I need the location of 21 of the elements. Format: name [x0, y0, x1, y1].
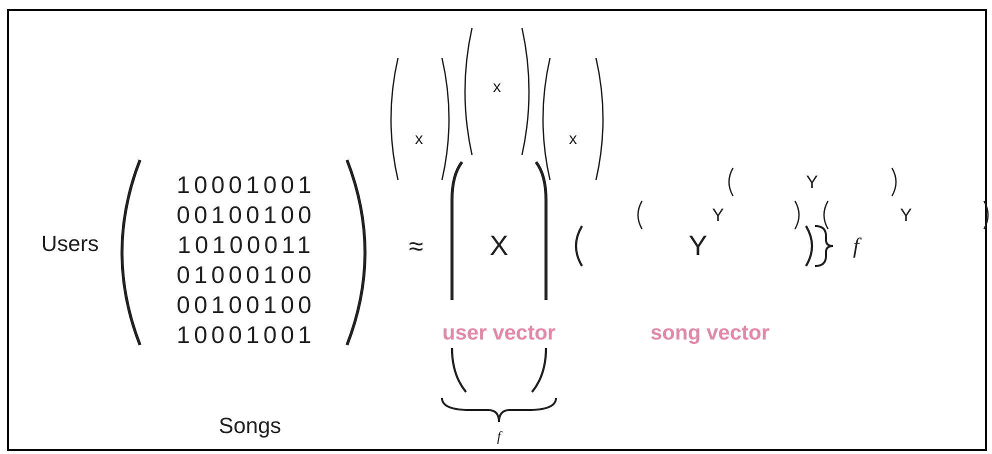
matrix-symbol: Y: [688, 232, 708, 260]
vector-symbol: x: [493, 80, 501, 96]
matrix-row: 01000100: [176, 264, 316, 288]
dimension-symbol: f: [497, 431, 501, 445]
approx-sign: ≈: [408, 233, 424, 259]
vector-symbol: Y: [900, 206, 912, 224]
matrix-row: 10001001: [176, 324, 316, 348]
axis-label: Users: [41, 233, 99, 255]
vector-symbol: Y: [712, 206, 724, 224]
matrix-row: 00100100: [176, 204, 316, 228]
axis-label: Songs: [218, 415, 282, 437]
matrix-row: 00100100: [176, 294, 316, 318]
vector-symbol: x: [415, 132, 423, 148]
matrix-row: 10001001: [176, 174, 316, 198]
dimension-symbol: f: [852, 235, 860, 257]
matrix-row: 10100011: [178, 234, 314, 258]
vector-symbol: x: [569, 132, 577, 148]
matrix-symbol: X: [490, 232, 508, 260]
vector-symbol: Y: [806, 173, 818, 191]
caption-label: user vector: [442, 322, 556, 344]
caption-label: song vector: [650, 322, 770, 344]
